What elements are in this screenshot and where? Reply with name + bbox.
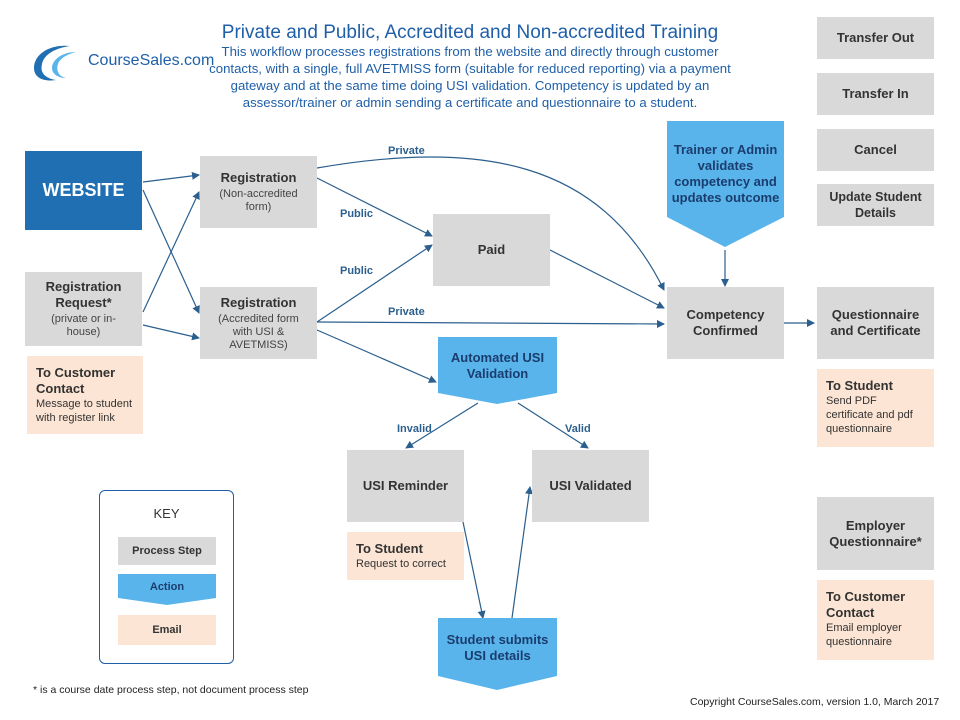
arrow-request-to-reg-non	[142, 191, 200, 313]
competency-confirmed-node[interactable]: Competency Confirmed	[667, 287, 784, 359]
arrow-website-to-reg-non	[142, 171, 200, 183]
copyright: Copyright CourseSales.com, version 1.0, …	[690, 696, 940, 708]
registration-accredited-node[interactable]: Registration (Accredited form with USI &…	[200, 287, 317, 359]
usi-validated-node[interactable]: USI Validated	[532, 450, 649, 522]
student-submits-usi-action[interactable]: Student submits USI details	[446, 632, 549, 663]
arrow-reg-non-private	[316, 156, 665, 291]
legend-action: Action	[149, 581, 185, 593]
registration-request-node[interactable]: Registration Request* (private or in-hou…	[25, 272, 142, 346]
arrow-reg-non-to-paid	[316, 177, 433, 237]
edge-label-valid: Valid	[565, 423, 591, 435]
transfer-out-button[interactable]: Transfer Out	[817, 17, 934, 59]
update-student-details-button[interactable]: Update Student Details	[817, 184, 934, 226]
legend-key: KEY Process Step Action Email	[99, 490, 234, 664]
arrow-student-to-validated	[511, 486, 534, 619]
trainer-validates-action-shape	[667, 121, 784, 247]
automated-usi-validation-action[interactable]: Automated USI Validation	[450, 350, 545, 381]
arrow-paid-to-competency	[549, 249, 665, 309]
edge-label-public-1: Public	[340, 208, 374, 220]
email-customer-contact-register: To Customer Contact Message to student w…	[27, 356, 143, 434]
transfer-in-button[interactable]: Transfer In	[817, 73, 934, 115]
arrow-reg-acc-private	[316, 319, 665, 328]
arrow-reminder-to-student	[462, 521, 486, 619]
arrow-reg-acc-to-auto-usi	[316, 329, 437, 383]
trainer-validates-action[interactable]: Trainer or Admin validates competency an…	[671, 142, 780, 205]
footnote: * is a course date process step, not doc…	[33, 684, 309, 696]
arrow-request-to-reg-acc	[142, 324, 200, 341]
edge-label-public-2: Public	[340, 265, 374, 277]
email-student-certificate: To Student Send PDF certificate and pdf …	[817, 369, 934, 447]
automated-usi-validation-shape	[438, 337, 557, 404]
questionnaire-certificate-node[interactable]: Questionnaire and Certificate	[817, 287, 934, 359]
arrow-reg-acc-to-paid	[316, 244, 433, 323]
website-node[interactable]: WEBSITE	[25, 151, 142, 230]
legend-email: Email	[118, 615, 216, 645]
logo-text: CourseSales.com	[88, 52, 215, 69]
arrow-auto-usi-to-reminder	[405, 402, 479, 449]
cancel-button[interactable]: Cancel	[817, 129, 934, 171]
legend-title: KEY	[153, 506, 180, 521]
registration-non-accredited-node[interactable]: Registration (Non-accredited form)	[200, 156, 317, 228]
student-submits-usi-shape	[438, 618, 557, 690]
email-customer-contact-employer: To Customer Contact Email employer quest…	[817, 580, 934, 660]
legend-action-shape	[118, 574, 216, 605]
employer-questionnaire-node[interactable]: Employer Questionnaire*	[817, 497, 934, 570]
arrow-auto-usi-to-validated	[517, 402, 589, 449]
page-title: Private and Public, Accredited and Non-a…	[221, 22, 719, 43]
coursesales-logo-icon	[34, 45, 76, 81]
page-description: This workflow processes registrations fr…	[209, 44, 731, 110]
usi-reminder-node[interactable]: USI Reminder	[347, 450, 464, 522]
edge-label-invalid: Invalid	[397, 423, 432, 435]
edge-label-private-top: Private	[388, 145, 425, 157]
email-student-request-correct: To Student Request to correct	[347, 532, 464, 580]
edge-label-private-mid: Private	[388, 306, 425, 318]
legend-process-step: Process Step	[118, 537, 216, 565]
paid-node[interactable]: Paid	[433, 214, 550, 286]
